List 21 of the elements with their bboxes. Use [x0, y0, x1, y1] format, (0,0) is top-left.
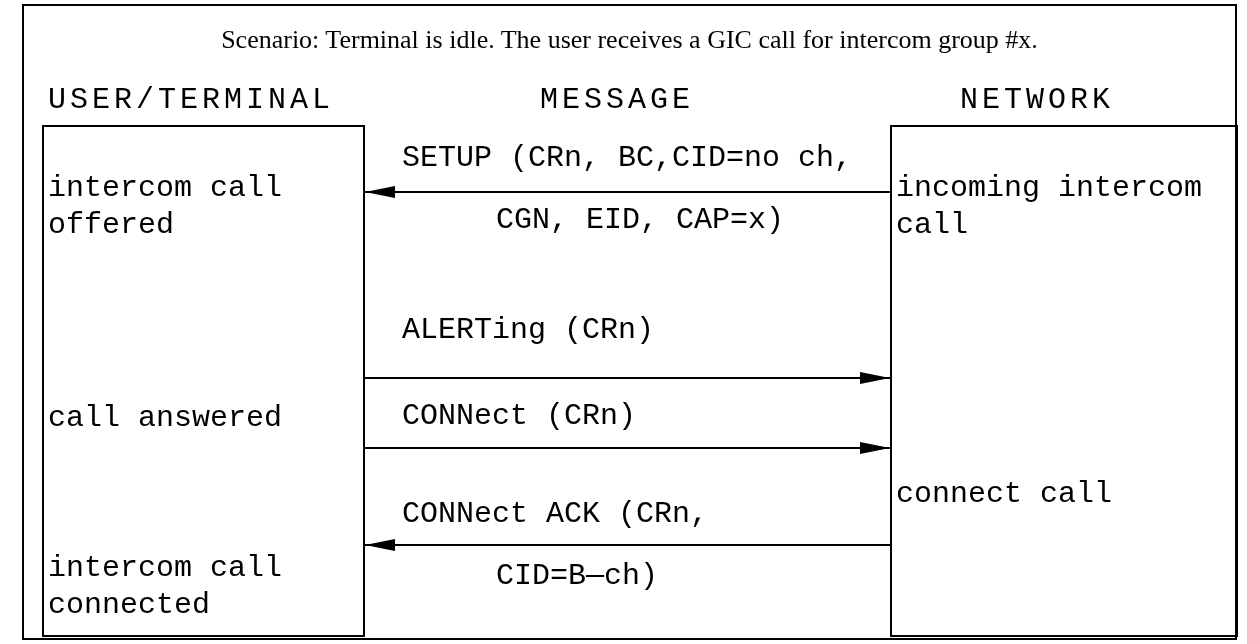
state-text: call answered: [48, 400, 284, 437]
column-header: USER/TERMINAL: [48, 82, 335, 119]
message-label: SETUP (CRn, BC,CID=no ch,: [402, 140, 853, 177]
message-arrow: [364, 442, 891, 454]
message-label: CID=B—ch): [496, 558, 659, 595]
table-column-cell: [42, 125, 365, 637]
message-label: CONNect (CRn): [402, 398, 637, 435]
message-label: CONNect ACK (CRn,: [402, 496, 709, 533]
state-text: incoming intercom call: [896, 170, 1204, 244]
state-text: intercom call offered: [48, 170, 284, 244]
message-arrow: [364, 186, 891, 198]
table-column-cell: [890, 125, 1238, 637]
state-text: connect call: [896, 476, 1114, 513]
message-label: ALERTing (CRn): [402, 312, 655, 349]
state-text: intercom call connected: [48, 550, 284, 624]
column-header: MESSAGE: [540, 82, 695, 119]
message-label: CGN, EID, CAP=x): [496, 202, 785, 239]
message-arrow: [364, 372, 891, 384]
column-header: NETWORK: [960, 82, 1115, 119]
message-arrow: [364, 539, 891, 551]
scenario-title: Scenario: Terminal is idle. The user receives a GIC call for intercom group #x.: [220, 24, 1039, 56]
